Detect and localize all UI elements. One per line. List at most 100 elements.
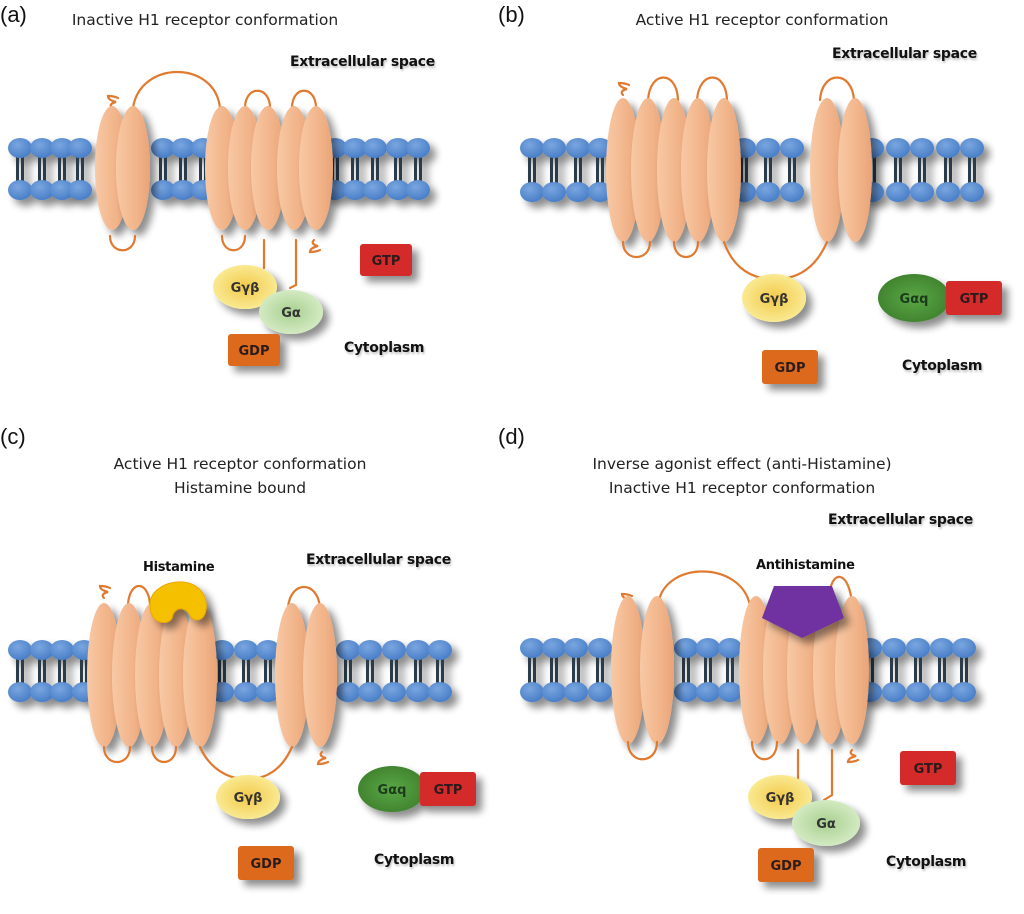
lipid-tail [436,650,439,692]
lipid-tail [550,148,553,192]
lipid-head [930,682,954,702]
lipid-tail [419,148,422,190]
lipid-tail [533,148,536,192]
phospholipid [566,138,590,202]
lipid-head [696,682,720,702]
lipid-tail [336,148,339,190]
lipid-tail [528,648,531,692]
lipid-tail [395,650,398,692]
lipid-head [428,682,452,702]
transmembrane-helix [135,603,169,747]
lipid-tail [63,148,66,190]
lipid-tail [351,148,354,190]
gtp-box: GTP [946,281,1002,315]
cytoplasm-label: Cytoplasm [374,852,455,868]
g-gamma-beta-shape [748,775,812,819]
lipid-head [256,640,280,660]
lipid-tail [965,648,968,692]
lipid-head [336,640,360,660]
lipid-head [30,180,54,200]
intracellular-loop [256,745,294,780]
extracellular-label: Extracellular space [306,552,451,568]
gdp-box-text: GDP [239,344,270,359]
g-alpha-q: Gαq [358,766,426,812]
phospholipid [234,640,258,702]
lipid-tail [579,148,582,192]
lipid-head [68,138,92,158]
phospholipid [386,138,410,200]
phospholipid [756,138,780,202]
transmembrane-helix [303,603,337,747]
lipid-tail [601,648,604,692]
lipid-tail [16,148,19,190]
transmembrane-helix [838,98,872,242]
lipid-head [30,640,54,660]
intracellular-loop [785,240,829,280]
phospholipid [30,640,54,702]
phospholipid [564,638,588,702]
lipid-tail [199,148,202,190]
lipid-head [50,682,74,702]
lipid-tail [577,648,580,692]
phospholipid [952,638,976,702]
gtp-box-shape [900,751,956,785]
gtp-box-text: GTP [372,254,401,269]
phospholipid [256,640,280,702]
phospholipid [382,640,406,702]
gdp-box-text: GDP [775,361,806,376]
lipid-head [886,182,910,202]
gdp-box-shape [238,846,294,880]
lipid-head [952,682,976,702]
g-gamma-beta-shape [742,274,806,322]
lipid-tail [264,650,267,692]
phospholipid [30,138,54,200]
extracellular-loop [290,89,318,110]
transmembrane-helix [116,106,150,230]
lipid-head [756,138,780,158]
lipid-tail [394,148,397,190]
lipid-head [520,138,544,158]
panel-letter: (b) [498,2,525,27]
g-gamma-beta-text: Gγβ [760,292,789,307]
intracellular-loop [621,240,652,258]
transmembrane-helix [739,596,773,744]
g-alpha-q: Gαq [878,274,950,322]
panel-c: (c) Active H1 receptor conformation Hist… [0,420,512,914]
g-gamma-beta: Gγβ [748,775,812,819]
lipid-head [428,640,452,660]
lipid-tail [356,148,359,190]
lipid-head [8,180,32,200]
phospholipid [588,638,612,702]
lipid-tail [944,148,947,192]
transmembrane-helix [631,98,665,242]
transmembrane-helix [657,98,691,242]
gdp-box: GDP [762,350,818,384]
g-alpha-shape [259,290,323,334]
lipid-tail [873,148,876,192]
panel-title: Active H1 receptor conformation [635,11,889,29]
lipid-tail [968,148,971,192]
panel-d: (d) Inverse agonist effect (anti-Histami… [498,420,1024,914]
terminus-squiggle [106,94,120,110]
lipid-tail [242,650,245,692]
intracellular-loop [220,234,247,252]
lipid-tail [769,148,772,192]
phospholipid [406,138,430,200]
phospholipid [542,138,566,202]
panel-a: (a) Inactive H1 receptor conformation Ex… [0,0,512,420]
phospholipid [882,638,906,702]
lipid-head [936,182,960,202]
gdp-box-shape [758,848,814,882]
lipid-head [564,638,588,658]
transmembrane-helix [606,98,640,242]
lipid-tail [601,148,604,192]
antihistamine-ligand [762,586,844,638]
lipid-head [886,138,910,158]
transmembrane-helix [835,596,869,744]
extracellular-label: Extracellular space [832,46,977,62]
lipid-head [910,138,934,158]
gdp-box-shape [228,334,280,366]
transmembrane-helix [763,596,797,744]
phospholipid [151,138,175,200]
lipid-tail [596,148,599,192]
